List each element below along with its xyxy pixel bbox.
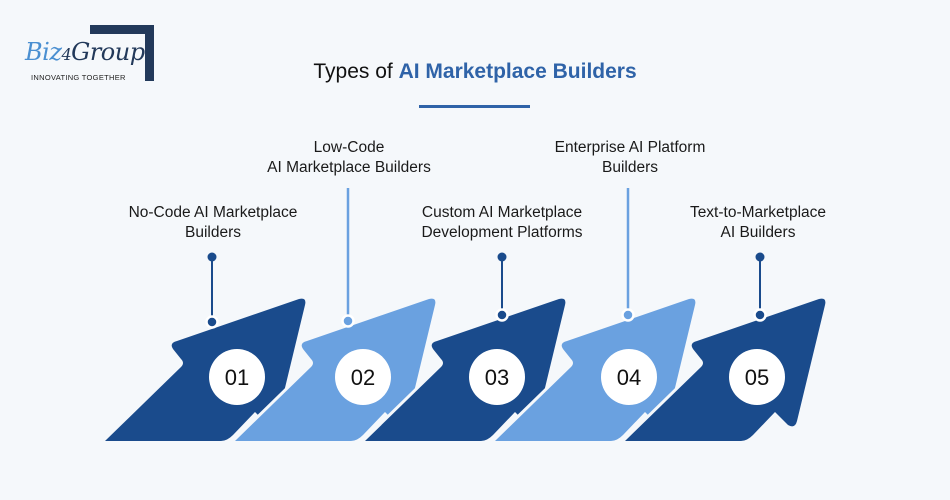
- title-underline: [419, 105, 530, 108]
- connector-02: [341, 188, 355, 328]
- step-label-05-line2: AI Builders: [720, 224, 796, 241]
- logo-four: 4: [61, 45, 72, 64]
- logo: Biz4Group INNOVATING TOGETHER: [0, 0, 170, 90]
- step-number-01: 01: [225, 365, 249, 390]
- step-label-01-line1: No-Code AI Marketplace: [128, 204, 298, 221]
- connector-03: [495, 252, 509, 322]
- step-number-05: 05: [745, 365, 769, 390]
- title-accent: AI Marketplace Builders: [398, 60, 637, 83]
- step-label-01: No-Code AI Marketplace Builders: [93, 203, 333, 243]
- step-label-02-line2: AI Marketplace Builders: [267, 159, 431, 176]
- logo-biz: Biz: [25, 38, 62, 66]
- step-label-04-line2: Builders: [602, 159, 658, 176]
- step-badge-04: 04: [601, 349, 657, 405]
- step-badge-02: 02: [335, 349, 391, 405]
- step-label-03-line2: Development Platforms: [421, 224, 583, 241]
- connector-04: [621, 188, 635, 322]
- step-label-03-line1: Custom AI Marketplace: [421, 204, 583, 221]
- page-title: Types of AI Marketplace Builders: [0, 60, 950, 84]
- step-label-03: Custom AI Marketplace Development Platfo…: [382, 203, 622, 243]
- step-badge-05: 05: [729, 349, 785, 405]
- logo-frame: [90, 25, 154, 81]
- step-label-02: Low-Code AI Marketplace Builders: [229, 138, 469, 178]
- step-label-01-line2: Builders: [185, 224, 241, 241]
- step-number-04: 04: [617, 365, 641, 390]
- title-prefix: Types of: [313, 60, 399, 83]
- step-badge-03: 03: [469, 349, 525, 405]
- connector-05: [753, 252, 767, 322]
- logo-tagline: INNOVATING TOGETHER: [31, 73, 126, 82]
- connector-01: [205, 252, 219, 329]
- logo-group: Group: [71, 38, 145, 66]
- logo-wordmark: Biz4Group: [25, 38, 145, 66]
- step-number-02: 02: [351, 365, 375, 390]
- step-number-03: 03: [485, 365, 509, 390]
- step-label-04-line1: Enterprise AI Platform: [554, 139, 706, 156]
- step-label-05: Text-to-Marketplace AI Builders: [638, 203, 878, 243]
- step-label-05-line1: Text-to-Marketplace: [689, 204, 827, 221]
- step-label-02-line1: Low-Code: [313, 139, 385, 156]
- step-label-04: Enterprise AI Platform Builders: [510, 138, 750, 178]
- step-badge-01: 01: [209, 349, 265, 405]
